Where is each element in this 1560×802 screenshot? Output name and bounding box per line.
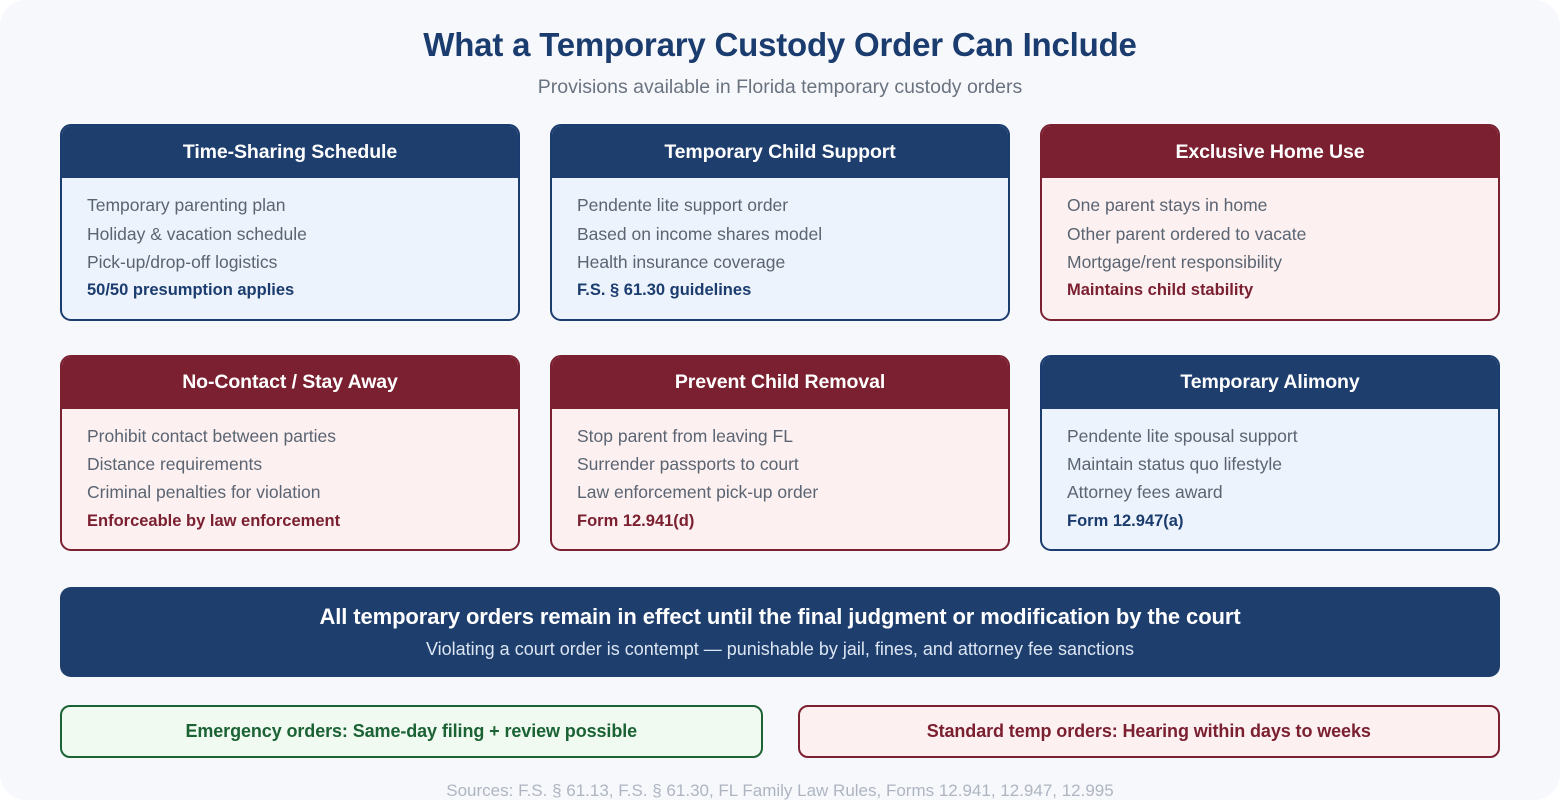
provision-line: One parent stays in home bbox=[1067, 195, 1268, 216]
banner-subtext: Violating a court order is contempt — pu… bbox=[425, 639, 1135, 660]
provision-line: Criminal penalties for violation bbox=[87, 482, 321, 503]
provision-highlight: Enforceable by law enforcement bbox=[87, 511, 341, 530]
provision-line: Law enforcement pick-up order bbox=[577, 482, 819, 503]
timing-pill-row: Emergency orders: Same-day filing + revi… bbox=[60, 705, 1500, 759]
provision-card-body: Stop parent from leaving FL Surrender pas… bbox=[552, 409, 1008, 549]
sources-note: Sources: F.S. § 61.13, F.S. § 61.30, FL … bbox=[446, 781, 1114, 801]
timing-pill: Standard temp orders: Hearing within day… bbox=[797, 705, 1500, 759]
provision-line: Stop parent from leaving FL bbox=[577, 425, 793, 446]
timing-pill: Emergency orders: Same-day filing + revi… bbox=[60, 705, 763, 759]
provision-line: Attorney fees award bbox=[1067, 482, 1223, 503]
effect-banner: All temporary orders remain in effect un… bbox=[60, 587, 1500, 678]
provision-card-title: Exclusive Home Use bbox=[1042, 126, 1498, 179]
provision-line: Health insurance coverage bbox=[577, 252, 786, 273]
provision-line: Pendente lite support order bbox=[577, 195, 789, 216]
provision-highlight: Form 12.947(a) bbox=[1067, 511, 1184, 530]
provision-line: Other parent ordered to vacate bbox=[1067, 223, 1307, 244]
header: What a Temporary Custody Order Can Inclu… bbox=[0, 0, 1560, 99]
provision-card-title: Time-Sharing Schedule bbox=[62, 126, 518, 179]
provision-line: Pendente lite spousal support bbox=[1067, 425, 1298, 446]
provision-card-title: Temporary Child Support bbox=[552, 126, 1008, 179]
provision-highlight: Maintains child stability bbox=[1067, 281, 1254, 300]
banner-headline: All temporary orders remain in effect un… bbox=[319, 603, 1241, 629]
provision-card-title: No-Contact / Stay Away bbox=[62, 356, 518, 409]
provision-highlight: Form 12.941(d) bbox=[577, 511, 695, 530]
page-title: What a Temporary Custody Order Can Inclu… bbox=[423, 26, 1137, 63]
provision-highlight: 50/50 presumption applies bbox=[87, 281, 295, 300]
provision-line: Maintain status quo lifestyle bbox=[1067, 454, 1282, 475]
provision-line: Surrender passports to court bbox=[577, 454, 799, 475]
timing-pill-label: Emergency orders: Same-day filing + revi… bbox=[185, 721, 638, 742]
provision-line: Based on income shares model bbox=[577, 223, 823, 244]
provision-line: Distance requirements bbox=[87, 454, 263, 475]
provision-highlight: F.S. § 61.30 guidelines bbox=[577, 281, 752, 300]
page-subtitle: Provisions available in Florida temporar… bbox=[537, 75, 1023, 98]
provision-card-title: Prevent Child Removal bbox=[552, 356, 1008, 409]
timing-pill-label: Standard temp orders: Hearing within day… bbox=[926, 721, 1371, 742]
provision-line: Temporary parenting plan bbox=[87, 195, 286, 216]
provision-line: Prohibit contact between parties bbox=[87, 425, 337, 446]
provision-line: Holiday & vacation schedule bbox=[87, 223, 307, 244]
provision-card-title: Temporary Alimony bbox=[1042, 356, 1498, 409]
provision-line: Mortgage/rent responsibility bbox=[1067, 252, 1282, 273]
provision-line: Pick-up/drop-off logistics bbox=[87, 252, 278, 273]
